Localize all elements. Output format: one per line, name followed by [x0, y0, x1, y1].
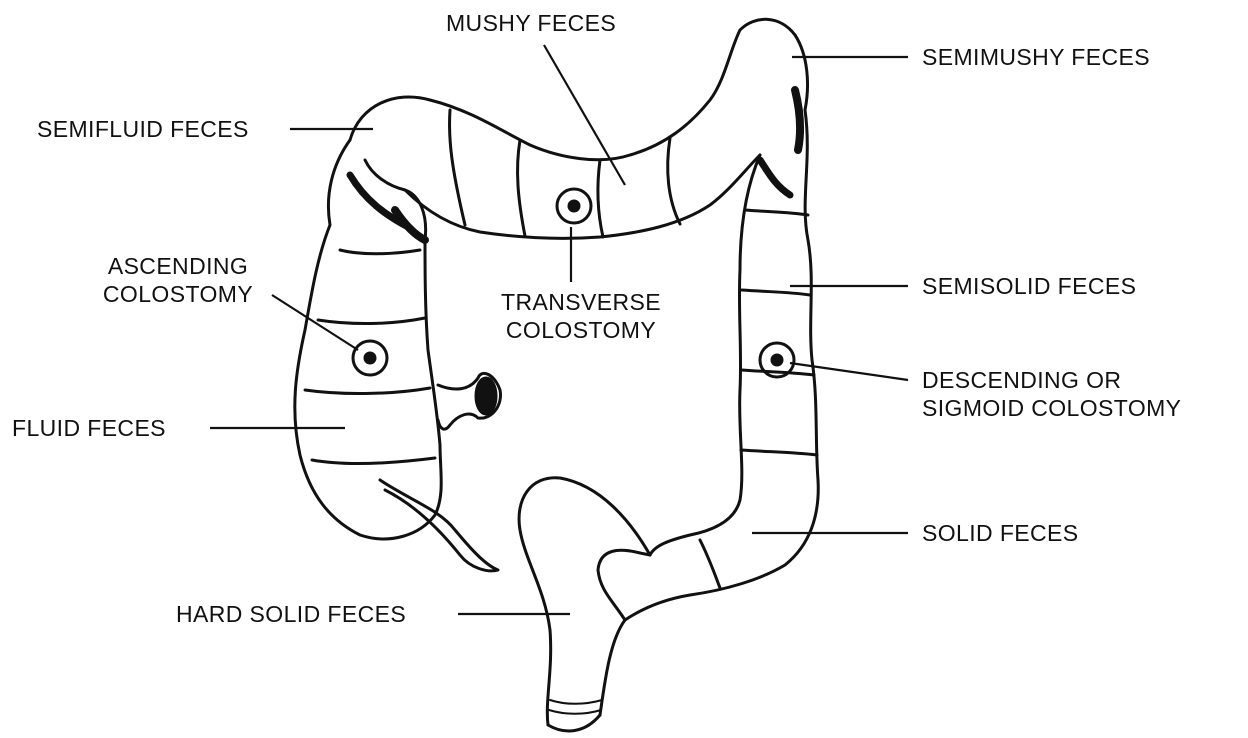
label-transverse-colostomy: TRANSVERSE COLOSTOMY	[486, 288, 676, 344]
label-transverse-line1: TRANSVERSE	[486, 288, 676, 316]
label-ascending-colostomy: ASCENDING COLOSTOMY	[88, 252, 268, 308]
appendix	[380, 480, 498, 571]
sigmoid-loop	[519, 478, 650, 725]
label-semisolid-feces: SEMISOLID FECES	[922, 272, 1136, 300]
label-transverse-line2: COLOSTOMY	[486, 316, 676, 344]
label-descending-colostomy: DESCENDING OR SIGMOID COLOSTOMY	[922, 366, 1181, 422]
label-solid-feces: SOLID FECES	[922, 519, 1079, 547]
rectum-right	[600, 620, 625, 715]
label-descending-line2: SIGMOID COLOSTOMY	[922, 394, 1181, 422]
rectum-left	[548, 715, 600, 731]
leader-mushy	[544, 45, 625, 185]
descending-colon-inner	[650, 155, 760, 555]
label-fluid-feces: FLUID FECES	[12, 414, 166, 442]
leader-descending	[790, 363, 908, 380]
label-descending-line1: DESCENDING OR	[922, 366, 1181, 394]
label-semifluid-feces: SEMIFLUID FECES	[37, 115, 249, 143]
ileum-opening	[476, 378, 496, 414]
label-hard-solid-feces: HARD SOLID FECES	[176, 600, 406, 628]
label-ascending-line2: COLOSTOMY	[88, 280, 268, 308]
label-ascending-line1: ASCENDING	[88, 252, 268, 280]
label-semimushy-feces: SEMIMUSHY FECES	[922, 43, 1150, 71]
label-mushy-feces: MUSHY FECES	[446, 9, 616, 37]
descending-colon-outer	[625, 110, 818, 620]
transverse-colon-top	[350, 19, 808, 159]
